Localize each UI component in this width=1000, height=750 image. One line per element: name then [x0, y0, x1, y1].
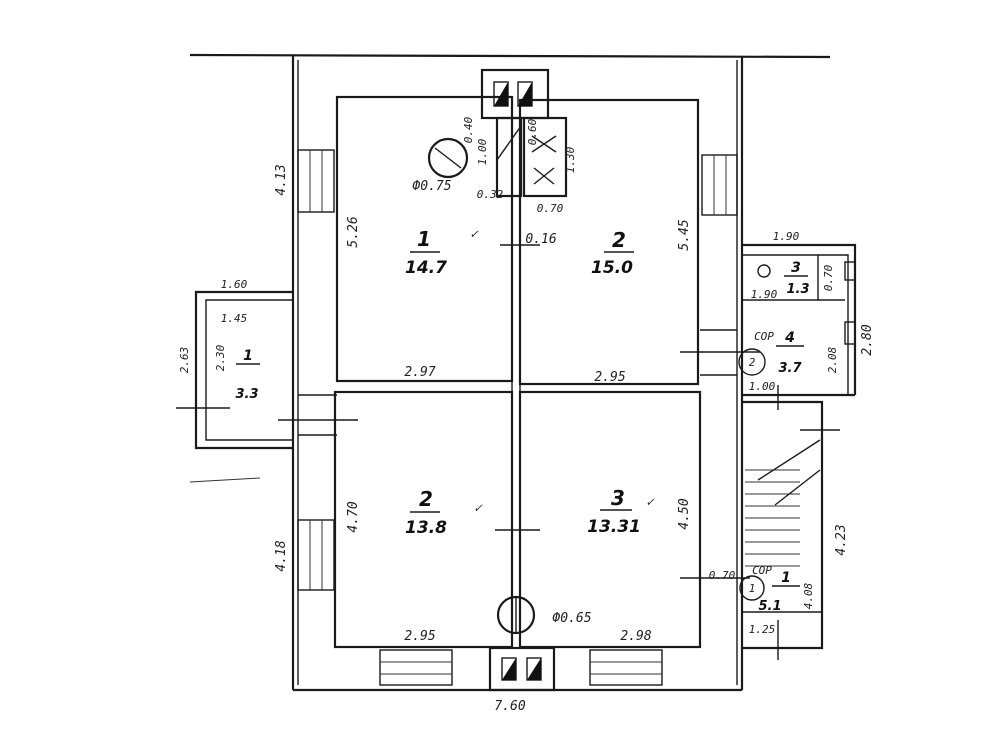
annex-3-area: 1.3: [786, 282, 809, 297]
dim-label: 2.63: [178, 347, 191, 374]
dim-label: COP: [752, 564, 772, 577]
dim-label: 1.00: [749, 380, 776, 393]
dim-label: 1.00: [476, 138, 489, 165]
dim-label: Ф0.65: [552, 611, 591, 626]
dim-label: 4.50: [677, 498, 692, 529]
annex-left-number: 1: [243, 348, 253, 364]
dim-label: 5.45: [677, 219, 692, 250]
room-1-area: 14.7: [405, 258, 447, 278]
staircase: [745, 385, 840, 660]
dim-label: 1.45: [221, 312, 248, 325]
dim-label: 2.95: [404, 629, 435, 644]
check-mark: ✓: [470, 227, 479, 242]
dim-label: 1.30: [564, 146, 577, 173]
outer-walls: [189, 53, 831, 692]
dim-label: 0.70: [537, 202, 564, 215]
dim-label: 0.16: [525, 232, 556, 247]
dim-label: 0.70: [709, 569, 736, 582]
annex-left-area: 3.3: [235, 387, 258, 402]
dim-label: 7.60: [494, 699, 525, 714]
marker-circle-1: [739, 575, 765, 601]
annex-1-number: 1: [781, 570, 791, 586]
chimney-top: [480, 68, 550, 120]
annex-3-number: 3: [791, 260, 801, 276]
dim-label: 4.08: [802, 582, 815, 609]
marker-circle-2-label: 2: [749, 356, 756, 369]
round-stove-top: [427, 137, 469, 179]
dim-label: 4.70: [346, 501, 361, 532]
right-annex: [742, 243, 857, 650]
dim-label: 1.25: [749, 623, 776, 636]
dim-label: 1.90: [773, 230, 800, 243]
room-2-number: 2: [612, 228, 626, 252]
dim-label: 4.18: [274, 540, 289, 571]
dim-label: 4.23: [834, 524, 849, 555]
check-mark: ✓: [646, 495, 655, 510]
dim-label: 0.60: [526, 118, 539, 145]
dim-label: 2.80: [860, 324, 875, 355]
round-stove-bottom: [496, 595, 536, 635]
room-2b-number: 2: [419, 487, 433, 511]
left-annex: [176, 290, 293, 483]
dim-label: 1.60: [221, 278, 248, 291]
dim-label: 2.97: [404, 365, 435, 380]
marker-circle-2: [738, 348, 766, 376]
room-2-area: 15.0: [591, 258, 633, 278]
annex-4-number: 4: [784, 330, 795, 346]
room-1-number: 1: [417, 227, 431, 251]
stove-block: [495, 116, 568, 198]
check-mark: ✓: [474, 501, 483, 516]
room-3-area: 13.31: [587, 517, 641, 537]
dim-label: 2.95: [594, 370, 625, 385]
dim-label: 5.26: [346, 216, 361, 247]
dim-label: 4.13: [274, 164, 289, 195]
dim-label: 0.40: [462, 116, 475, 143]
annex-1-area: 5.1: [758, 599, 781, 614]
dim-label: 2.08: [826, 346, 839, 373]
room-2b-area: 13.8: [405, 518, 447, 538]
dim-label: 2.98: [620, 629, 651, 644]
marker-circle-small: [757, 264, 771, 278]
dim-label: 0.70: [822, 264, 835, 291]
dim-label: 1.90: [751, 288, 778, 301]
dim-label: Ф0.75: [412, 179, 451, 194]
annex-4-area: 3.7: [778, 361, 802, 376]
dim-label: 2.30: [214, 344, 227, 371]
chimney-bottom: [488, 646, 556, 692]
windows: [297, 149, 738, 686]
dim-label: COP: [754, 330, 774, 343]
room-3-number: 3: [611, 486, 625, 510]
marker-circle-1-label: 1: [749, 582, 756, 595]
dim-label: 0.32: [477, 188, 504, 201]
